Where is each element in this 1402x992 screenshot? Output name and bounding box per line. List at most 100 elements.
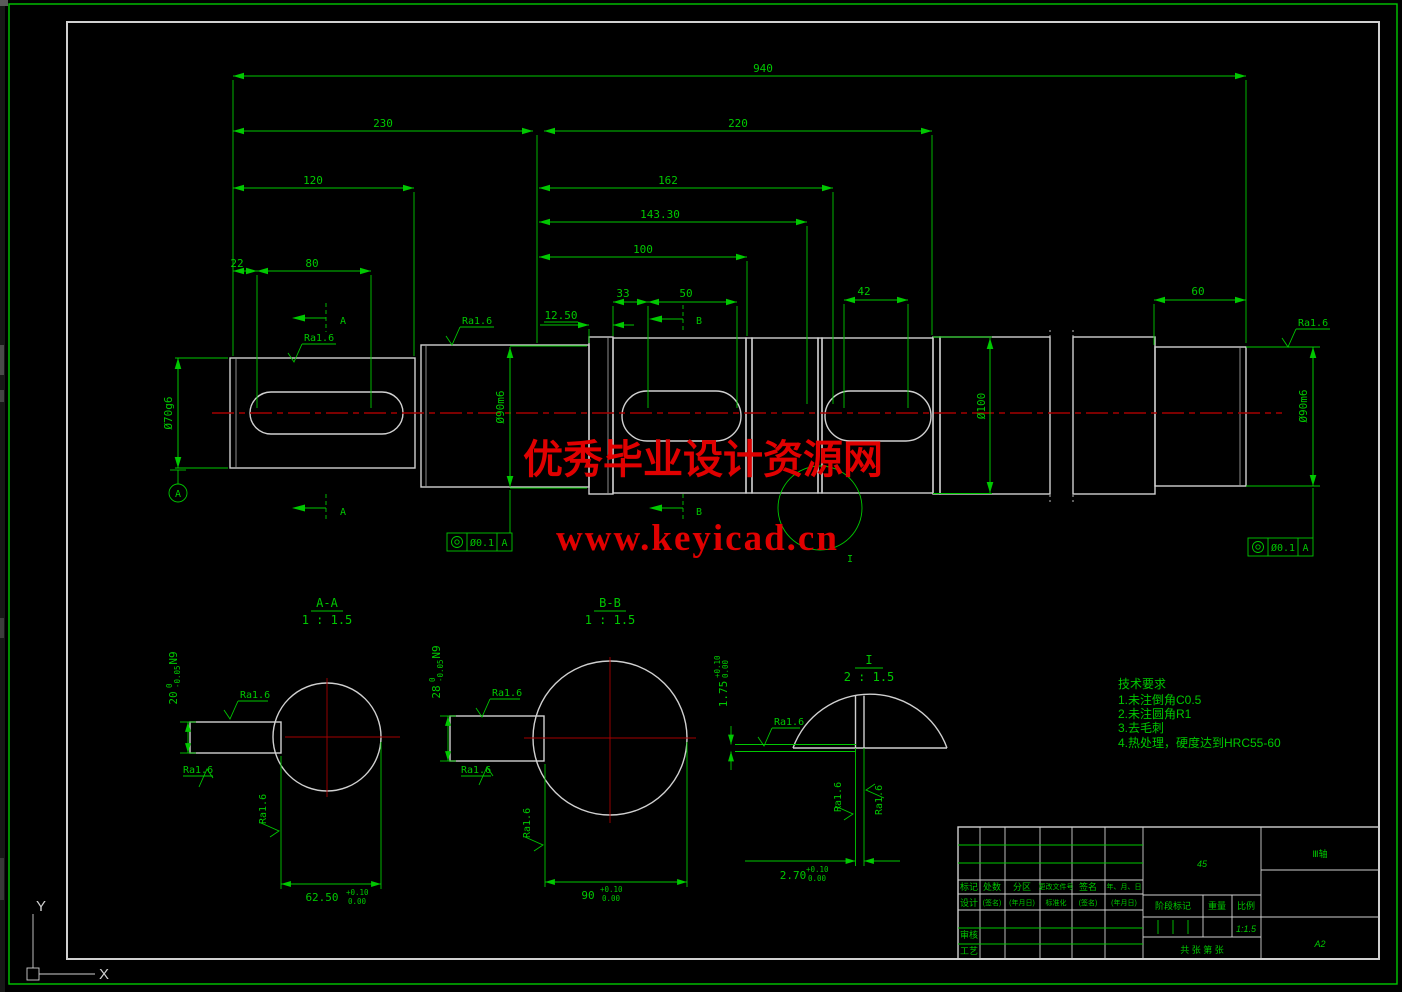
svg-text:-0.05: -0.05: [436, 659, 445, 682]
roughness-marks-main: Ra1.6 Ra1.6 Ra1.6: [287, 316, 1330, 363]
section-view-bb: B-B 1 : 1.5 28 0 -0.05 N9 Ra1.6 Ra1.6 Ra…: [428, 596, 696, 903]
dia-100: Ø100: [975, 393, 988, 420]
tb-check: 审核: [960, 929, 978, 940]
roughness-label: Ra1.6: [874, 785, 885, 815]
tb-zone: 分区: [1013, 882, 1031, 892]
extension-lines: [175, 80, 1320, 538]
tb-scale-label: 比例: [1237, 900, 1255, 911]
section-aa-dim: 62.50: [305, 891, 338, 904]
section-mark-b: B: [696, 316, 702, 327]
drawing-frame: [66, 21, 1380, 960]
section-view-aa: A-A 1 : 1.5 20 0 -0.05 N9 Ra1.6 Ra1.6 Ra…: [165, 596, 400, 906]
svg-text:N9: N9: [430, 645, 443, 658]
ucs-icon: Y X: [26, 898, 109, 983]
svg-text:1.75: 1.75: [717, 681, 730, 708]
tb-date2: (年月日): [1009, 898, 1035, 907]
tb-sign3: (签名): [1079, 898, 1098, 907]
dim-162: 162: [658, 174, 678, 187]
detail-mark: I: [847, 554, 853, 565]
dim-220: 220: [728, 117, 748, 130]
tb-paper-size: A2: [1313, 939, 1325, 949]
roughness-label: Ra1.6: [492, 688, 522, 699]
tech-item-4: 4.热处理，硬度达到HRC55-60: [1118, 735, 1281, 750]
tech-title: 技术要求: [1118, 677, 1166, 691]
section-bb-scale: 1 : 1.5: [585, 613, 636, 627]
roughness-label: Ra1.6: [240, 690, 270, 701]
dim-50: 50: [679, 287, 692, 300]
tech-item-2: 2.未注圆角R1: [1118, 706, 1192, 721]
dim-120: 120: [303, 174, 323, 187]
dim-143-30: 143.30: [640, 208, 680, 221]
roughness-label: Ra1.6: [183, 765, 213, 776]
tb-scale-value: 1:1.5: [1236, 924, 1257, 934]
section-mark-b: B: [696, 507, 702, 518]
detail-view-i: I 2 : 1.5 1.75 +0.10 0.00 Ra1.6 Ra1.6 Ra…: [713, 653, 948, 883]
tb-sheet: 共 张 第 张: [1180, 944, 1224, 955]
tolerance-value: Ø0.1: [470, 537, 494, 549]
tolerance-datum: A: [501, 538, 507, 549]
dim-60: 60: [1191, 285, 1204, 298]
groove-width-up: +0.10: [806, 865, 829, 874]
groove-depth-dim: 1.75 +0.10 0.00: [713, 655, 730, 707]
dimension-lines: [174, 72, 1317, 493]
section-bb-dim-up: +0.10: [600, 885, 623, 894]
tb-date: 年、月、日: [1107, 882, 1142, 891]
title-block: 标记 处数 分区 更改文件号 签名 年、月、日 设计 (签名) (年月日) 标准…: [957, 826, 1380, 960]
section-mark-a: A: [340, 507, 346, 518]
dim-12-50: 12.50: [544, 309, 577, 322]
dim-80: 80: [305, 257, 318, 270]
section-aa-dim-dn: 0.00: [348, 897, 367, 906]
svg-text:0.00: 0.00: [721, 659, 730, 678]
detail-scale: 2 : 1.5: [844, 670, 895, 684]
tb-standard: 标准化: [1046, 898, 1067, 907]
keyway-width-bb: 28 0 -0.05 N9: [428, 645, 445, 698]
section-aa-title: A-A: [316, 596, 338, 610]
section-bb-dim: 90: [581, 889, 594, 902]
svg-text:0: 0: [165, 683, 174, 688]
roughness-label: Ra1.6: [462, 316, 492, 327]
tb-count: 处数: [983, 881, 1001, 892]
ucs-x-label: X: [99, 966, 109, 983]
tolerance-frame-left: Ø0.1 A: [446, 532, 513, 552]
section-aa-dim-up: +0.10: [346, 888, 369, 897]
roughness-label: Ra1.6: [258, 794, 269, 824]
svg-text:20: 20: [167, 691, 180, 704]
tech-item-3: 3.去毛刺: [1118, 721, 1164, 735]
section-bb-dim-dn: 0.00: [602, 894, 621, 903]
detail-circle-i: I: [777, 465, 863, 565]
svg-text:-0.05: -0.05: [173, 665, 182, 688]
keyway-3: [824, 390, 932, 442]
keyway-width-aa: 20 0 -0.05 N9: [165, 651, 182, 704]
svg-text:+0.10: +0.10: [713, 655, 722, 678]
dim-42: 42: [857, 285, 870, 298]
groove-width-dn: 0.00: [808, 874, 827, 883]
keyway-2: [621, 390, 742, 442]
tb-material: 45: [1197, 859, 1208, 869]
tb-sign2: (签名): [983, 898, 1002, 907]
dim-100: 100: [633, 243, 653, 256]
tolerance-value: Ø0.1: [1271, 542, 1295, 554]
watermark-line1: 优秀毕业设计资源网: [523, 437, 883, 482]
dim-33: 33: [616, 287, 629, 300]
roughness-label: Ra1.6: [833, 782, 844, 812]
tb-stage: 阶段标记: [1155, 900, 1191, 911]
dim-230: 230: [373, 117, 393, 130]
dim-overall: 940: [753, 62, 773, 75]
svg-text:N9: N9: [167, 651, 180, 664]
section-cut-marks: A A B B: [292, 303, 702, 521]
groove-width-dim: 2.70: [780, 869, 807, 882]
concentricity-icon: [451, 536, 463, 548]
dia-90m6-left: Ø90m6: [494, 390, 507, 423]
datum-symbol-a: A: [168, 469, 188, 503]
concentricity-icon: [454, 539, 460, 545]
tb-design: 设计: [960, 897, 978, 908]
datum-label: A: [175, 489, 181, 500]
dim-12-50-lines: [540, 321, 634, 329]
tb-sign: 签名: [1079, 881, 1097, 892]
window-left-edge: [0, 0, 8, 992]
concentricity-icon: [1252, 541, 1264, 553]
dim-22: 22: [230, 257, 243, 270]
tb-mark: 标记: [960, 881, 978, 892]
section-aa-scale: 1 : 1.5: [302, 613, 353, 627]
